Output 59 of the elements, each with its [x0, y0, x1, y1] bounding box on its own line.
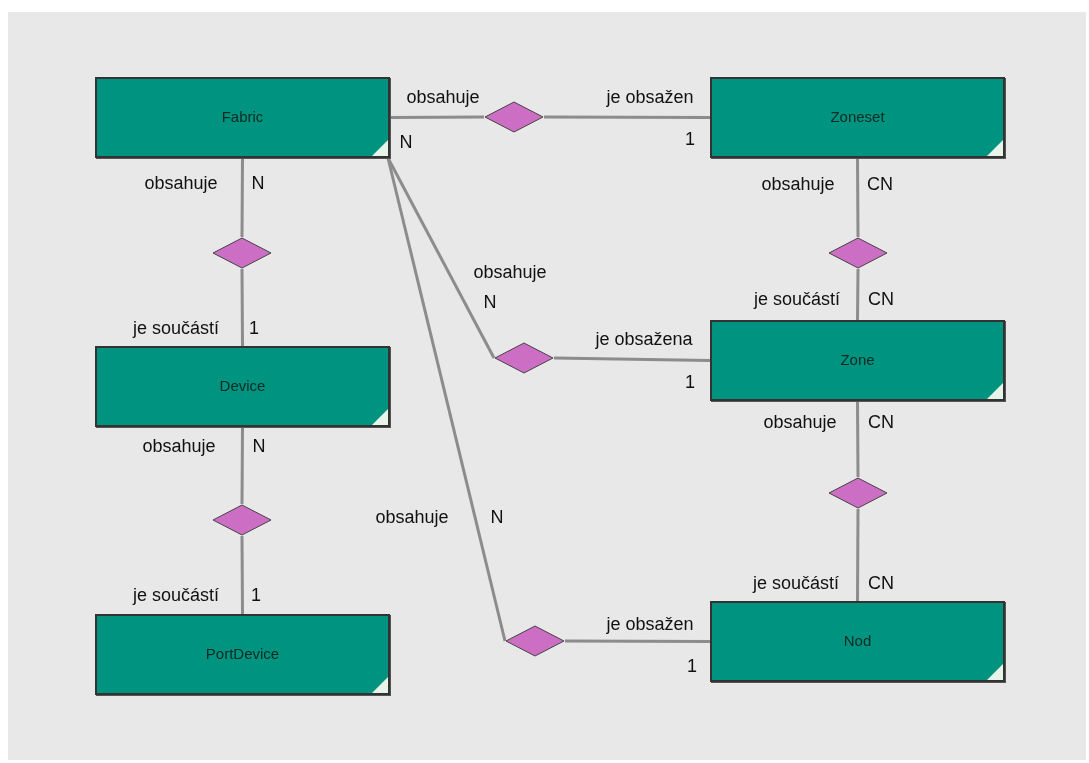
relationship-label: obsahuje: [763, 413, 837, 431]
relationship-label: je součástí: [133, 586, 219, 604]
relationship-diamond: [212, 504, 272, 536]
entity-name: Nod: [843, 631, 872, 652]
relationship-label: je obsažen: [606, 88, 694, 106]
entity-box: [710, 77, 1005, 158]
connector-line: [240, 536, 244, 614]
relationship-label: 1: [251, 586, 261, 604]
relationship-label: 1: [685, 373, 695, 391]
relationship-label: obsahuje: [761, 175, 835, 193]
connector-line: [390, 115, 484, 119]
connector-line: [856, 401, 860, 477]
connector-line: [240, 158, 244, 237]
entity-name: PortDevice: [205, 644, 280, 665]
relationship-label: obsahuje: [142, 437, 216, 455]
relationship-label: CN: [868, 290, 894, 308]
relationship-diamond: [505, 625, 565, 657]
connector-line: [553, 356, 711, 362]
relationship-label: obsahuje: [406, 88, 480, 106]
relationship-label: CN: [868, 413, 894, 431]
relationship-label: obsahuje: [473, 263, 547, 281]
entity-name: Zone: [840, 350, 875, 371]
relationship-label: N: [251, 174, 265, 192]
connector-line: [856, 158, 860, 237]
relationship-diamond: [828, 237, 888, 269]
relationship-diamond: [212, 237, 272, 269]
connector-line: [856, 269, 860, 320]
entity-name: Device: [219, 376, 266, 397]
entity-name: Zoneset: [830, 107, 885, 128]
relationship-label: je obsažena: [595, 330, 693, 348]
relationship-label: CN: [867, 175, 893, 193]
relationship-label: obsahuje: [144, 174, 218, 192]
connector-line: [386, 157, 507, 642]
entity-box: [95, 346, 390, 427]
entity-box: [710, 320, 1005, 401]
relationship-diamond: [494, 342, 554, 374]
relationship-label: CN: [868, 574, 894, 592]
relationship-label: je součástí: [133, 319, 219, 337]
connector-line: [544, 115, 710, 119]
entity-box: [95, 77, 390, 158]
relationship-diamond: [828, 477, 888, 509]
relationship-label: 1: [249, 319, 259, 337]
connector-line: [856, 509, 860, 601]
connector-line: [565, 639, 710, 643]
relationship-label: 1: [687, 657, 697, 675]
relationship-label: N: [490, 508, 504, 526]
relationship-label: N: [483, 293, 497, 311]
relationship-diamond: [484, 101, 544, 133]
relationship-label: je součástí: [754, 290, 840, 308]
relationship-label: 1: [685, 130, 695, 148]
relationship-label: je obsažen: [606, 615, 694, 633]
entity-box: [95, 614, 390, 695]
connector-line: [240, 427, 244, 504]
relationship-label: obsahuje: [375, 508, 449, 526]
entity-box: [710, 601, 1005, 682]
connector-line: [240, 269, 244, 346]
relationship-label: N: [399, 133, 413, 151]
entity-name: Fabric: [221, 107, 264, 128]
relationship-label: N: [252, 437, 266, 455]
